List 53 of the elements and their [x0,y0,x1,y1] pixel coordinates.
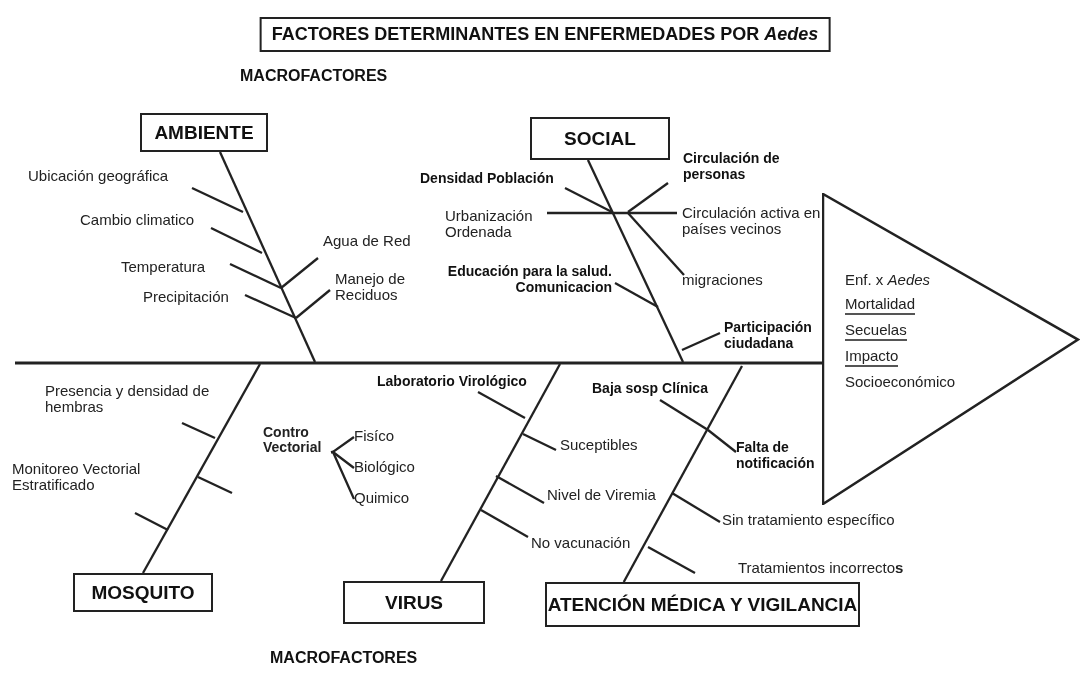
effect-text: Socioeconómico [845,373,956,390]
category-label: AMBIENTE [154,121,254,144]
bone-line [218,151,317,363]
category-box [343,581,485,624]
branch-line [330,436,355,454]
cause-label: Monitoreo Vectorial Estratificado [12,461,142,493]
cause-label: Presencia y densidad de hembras [45,383,211,415]
cause-label: Circulación activa en países vecinos [682,205,822,237]
effect-text: Impacto [845,347,899,367]
bone-line [586,159,685,363]
effect-text: Enf. x Aedes [845,271,931,288]
branch-label: Biológico [354,459,426,477]
category-box [140,113,268,152]
cause-label: Falta de notificación [736,439,816,471]
cause-label: Circulación de personas [683,150,781,182]
cause-label: Nivel de Viremia [547,487,656,503]
cause-label: Cambio climatico [80,212,195,228]
bone-line [622,365,743,583]
category-label: MOSQUITO [91,581,195,604]
category-box [73,573,213,612]
cause-label: No vacunación [531,535,631,551]
category-box [530,117,670,160]
cause-label: migraciones [682,272,763,288]
section-heading: MACROFACTORES [270,650,418,666]
cause-label: Sin tratamiento específico [722,512,895,528]
cause-label: Laboratorio Virológico [377,373,527,389]
category-label: ATENCIÓN MÉDICA Y VIGILANCIA [547,593,858,616]
cause-label: Ubicación geográfica [28,168,169,184]
cause-label: Suceptibles [560,437,638,453]
branch-label: Quimico [354,490,418,508]
cause-label: Agua de Red [323,233,411,249]
section-heading: MACROFACTORES [240,68,388,84]
cause-label: Precipitación [143,289,229,305]
cause-label: Densidad Población [420,170,554,186]
branch-label: Fisíco [354,428,414,446]
cause-label: Educación para la salud. Comunicacion [446,263,612,295]
bone-line [142,363,261,574]
title-box: FACTORES DETERMINANTES EN ENFERMEDADES POR Aedes [259,17,831,52]
spine-line [15,361,822,365]
cause-label: Manejo de Reciduos [335,271,407,303]
cause-label: Participación ciudadana [724,319,813,351]
category-box [545,582,860,627]
cause-label: Urbanización Ordenada [445,208,534,240]
cause-label: Baja sosp Clínica [592,380,708,396]
branch-line [330,450,356,500]
branch-label: Contro Vectorial [263,425,331,457]
category-label: SOCIAL [564,127,636,150]
bone-line [439,363,561,582]
effect-text: Mortalidad [845,295,916,315]
cause-label: Tratamientos incorrectos [738,560,904,576]
cause-label: Temperatura [121,259,206,275]
effect-text: Secuelas [845,321,907,341]
category-label: VIRUS [384,591,444,614]
